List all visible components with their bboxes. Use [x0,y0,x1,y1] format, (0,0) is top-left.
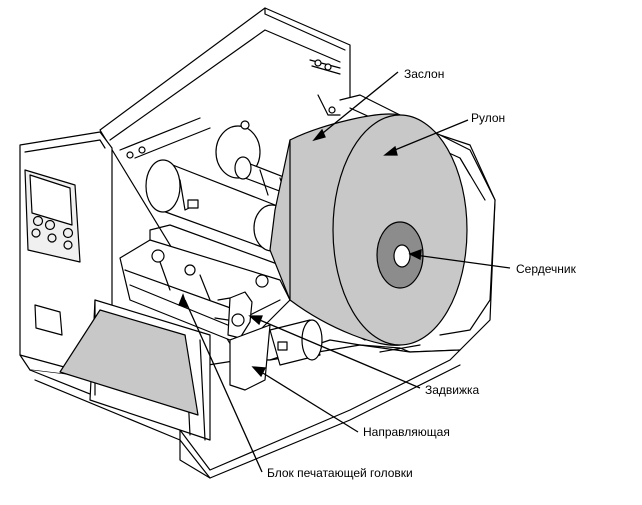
panel-button-icon [47,233,57,243]
label-printhead-block: Блок печатающей головки [267,466,413,480]
leader-printhead [184,299,263,473]
panel-button-icon [31,228,41,238]
leader-shutter [317,71,399,138]
label-guide: Направляющая [363,425,450,439]
arrowhead-icon [178,293,188,308]
label-core: Сердечник [516,262,577,276]
leader-latch [254,317,421,389]
arrowhead-icon [383,145,398,156]
label-roll: Рулон [471,111,505,125]
arrowhead-icon [312,128,326,142]
panel-button-icon [32,215,44,227]
arrowhead-icon [408,249,422,260]
leader-roll [389,119,469,153]
label-shutter: Заслон [404,67,444,81]
panel-button-icon [44,219,56,231]
paper-output [59,309,199,416]
leader-guide [257,369,359,433]
panel-button-icon [63,240,73,250]
arrowhead-icon [251,366,267,378]
arrowhead-icon [248,315,263,326]
panel-button-icon [62,227,74,239]
label-latch: Задвижка [425,383,480,397]
leader-core [414,254,511,269]
